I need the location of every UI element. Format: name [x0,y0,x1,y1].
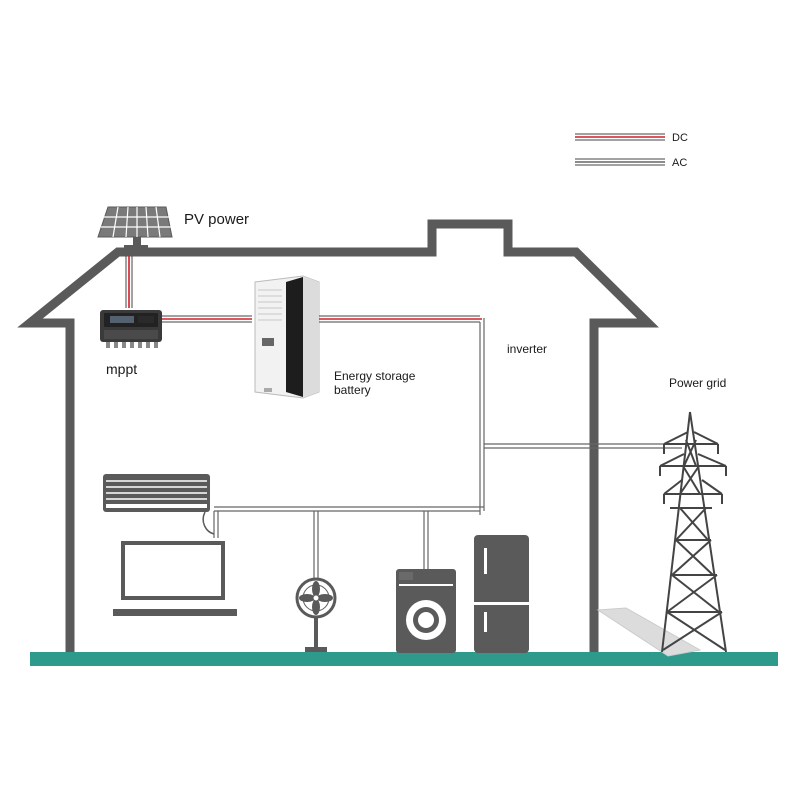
mppt-controller-icon [100,310,162,348]
legend-ac-line [575,158,665,166]
ac-distribution-bus [213,506,484,578]
legend-dc-label: DC [672,132,688,144]
energy-storage-icon [254,275,320,399]
power-grid-label: Power grid [669,376,726,390]
dc-wire-mppt-battery [162,315,252,323]
washing-machine-icon [396,569,456,653]
pv-power-label: PV power [184,211,249,228]
legend: DC AC [575,132,688,169]
legend-dc-line [575,133,665,141]
inverter-label: inverter [507,342,547,356]
mppt-label: mppt [106,361,137,377]
dc-wire-battery-inverter [319,315,482,323]
fan-icon [295,577,337,652]
ground [30,652,778,666]
air-conditioner-icon [103,474,215,535]
solar-panel-icon [97,206,173,253]
battery-label-line1: Energy storage [334,369,416,383]
legend-ac-label: AC [672,157,687,169]
tv-icon [113,541,237,616]
ac-wire-riser [479,318,485,515]
house-outline [17,219,659,652]
battery-label-line2: battery [334,383,371,397]
refrigerator-icon [474,535,529,653]
dc-wire-panel-mppt [125,256,133,308]
transmission-tower-icon [596,411,727,657]
ac-wire-to-grid [484,443,682,449]
